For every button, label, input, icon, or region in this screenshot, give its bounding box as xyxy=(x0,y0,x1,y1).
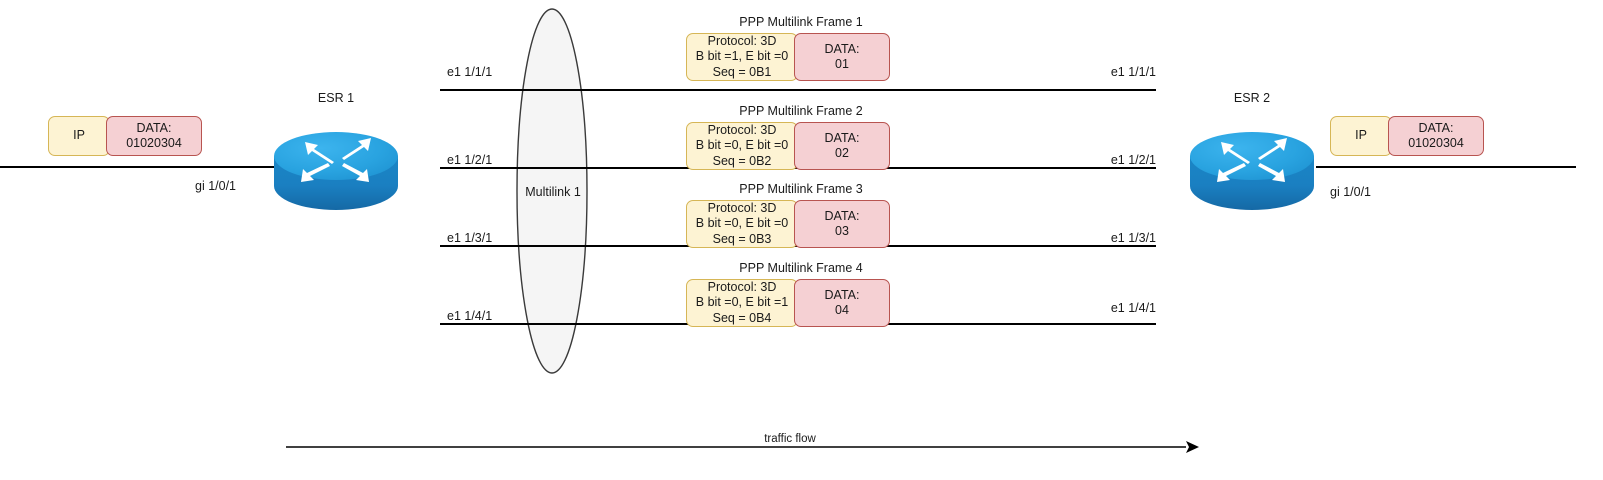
left-router-label: ESR 1 xyxy=(317,91,355,105)
frame-packet-1: Protocol: 3D B bit =1, E bit =0 Seq = 0B… xyxy=(686,33,890,81)
frame-title-3: PPP Multilink Frame 3 xyxy=(739,182,863,196)
frame-3-data-value: 03 xyxy=(835,224,849,238)
frame-4-header-line-1: Protocol: 3D xyxy=(707,280,777,295)
frame-title-4: PPP Multilink Frame 4 xyxy=(739,261,863,275)
left-packet-data-label: DATA: xyxy=(136,120,172,135)
frame-3-header-line-2: B bit =0, E bit =0 xyxy=(695,216,789,231)
left-interface-label-2: e1 1/2/1 xyxy=(447,153,493,167)
right-packet-ip-label: IP xyxy=(1355,128,1367,143)
router-icon[interactable] xyxy=(272,118,400,218)
left-packet-data-value: 01020304 xyxy=(126,136,182,150)
right-access-link xyxy=(1316,166,1576,168)
left-interface-label-4: e1 1/4/1 xyxy=(447,309,493,323)
right-router-label: ESR 2 xyxy=(1233,91,1271,105)
right-interface-label-3: e1 1/3/1 xyxy=(1110,231,1156,245)
multilink-bundle-label: Multilink 1 xyxy=(525,185,581,199)
traffic-flow-arrow xyxy=(286,438,1200,461)
left-access-link xyxy=(0,166,274,168)
member-link-1 xyxy=(440,89,1156,91)
frame-4-data-value: 04 xyxy=(835,303,849,317)
left-interface-label-3: e1 1/3/1 xyxy=(447,231,493,245)
frame-4-header: Protocol: 3D B bit =0, E bit =1 Seq = 0B… xyxy=(686,279,798,327)
right-interface-label-2: e1 1/2/1 xyxy=(1110,153,1156,167)
right-packet-ip-header: IP xyxy=(1330,116,1392,156)
left-access-port-label: gi 1/0/1 xyxy=(195,179,237,193)
frame-2-header: Protocol: 3D B bit =0, E bit =0 Seq = 0B… xyxy=(686,122,798,170)
frame-3-header-line-3: Seq = 0B3 xyxy=(712,231,772,246)
left-interface-label-1: e1 1/1/1 xyxy=(447,65,493,79)
frame-2-data-value: 02 xyxy=(835,146,849,160)
frame-title-2: PPP Multilink Frame 2 xyxy=(739,104,863,118)
frame-1-header: Protocol: 3D B bit =1, E bit =0 Seq = 0B… xyxy=(686,33,798,81)
left-packet-ip-header: IP xyxy=(48,116,110,156)
right-interface-label-4: e1 1/4/1 xyxy=(1110,301,1156,315)
router-icon[interactable] xyxy=(1188,118,1316,218)
left-packet: IP DATA: 01020304 xyxy=(48,116,202,156)
frame-3-data: DATA: 03 xyxy=(794,200,890,248)
right-packet-data: DATA: 01020304 xyxy=(1388,116,1484,156)
frame-2-header-line-3: Seq = 0B2 xyxy=(712,153,772,168)
left-packet-ip-label: IP xyxy=(73,128,85,143)
frame-2-header-line-1: Protocol: 3D xyxy=(707,123,777,138)
frame-2-header-line-2: B bit =0, E bit =0 xyxy=(695,138,789,153)
frame-packet-3: Protocol: 3D B bit =0, E bit =0 Seq = 0B… xyxy=(686,200,890,248)
frame-4-data: DATA: 04 xyxy=(794,279,890,327)
right-interface-label-1: e1 1/1/1 xyxy=(1110,65,1156,79)
frame-1-header-line-3: Seq = 0B1 xyxy=(712,64,772,79)
frame-4-header-line-3: Seq = 0B4 xyxy=(712,310,772,325)
frame-1-data-value: 01 xyxy=(835,57,849,71)
right-packet: IP DATA: 01020304 xyxy=(1330,116,1484,156)
frame-4-data-label: DATA: xyxy=(824,287,860,302)
right-packet-data-value: 01020304 xyxy=(1408,136,1464,150)
frame-3-header-line-1: Protocol: 3D xyxy=(707,201,777,216)
frame-packet-4: Protocol: 3D B bit =0, E bit =1 Seq = 0B… xyxy=(686,279,890,327)
frame-2-data: DATA: 02 xyxy=(794,122,890,170)
right-access-port-label: gi 1/0/1 xyxy=(1330,185,1372,199)
left-packet-data: DATA: 01020304 xyxy=(106,116,202,156)
frame-1-header-line-2: B bit =1, E bit =0 xyxy=(695,49,789,64)
frame-4-header-line-2: B bit =0, E bit =1 xyxy=(695,295,789,310)
frame-1-header-line-1: Protocol: 3D xyxy=(707,34,777,49)
frame-2-data-label: DATA: xyxy=(824,130,860,145)
frame-3-data-label: DATA: xyxy=(824,208,860,223)
frame-1-data-label: DATA: xyxy=(824,41,860,56)
frame-1-data: DATA: 01 xyxy=(794,33,890,81)
frame-packet-2: Protocol: 3D B bit =0, E bit =0 Seq = 0B… xyxy=(686,122,890,170)
frame-title-1: PPP Multilink Frame 1 xyxy=(739,15,863,29)
frame-3-header: Protocol: 3D B bit =0, E bit =0 Seq = 0B… xyxy=(686,200,798,248)
right-packet-data-label: DATA: xyxy=(1418,120,1454,135)
traffic-flow-label: traffic flow xyxy=(764,433,816,445)
